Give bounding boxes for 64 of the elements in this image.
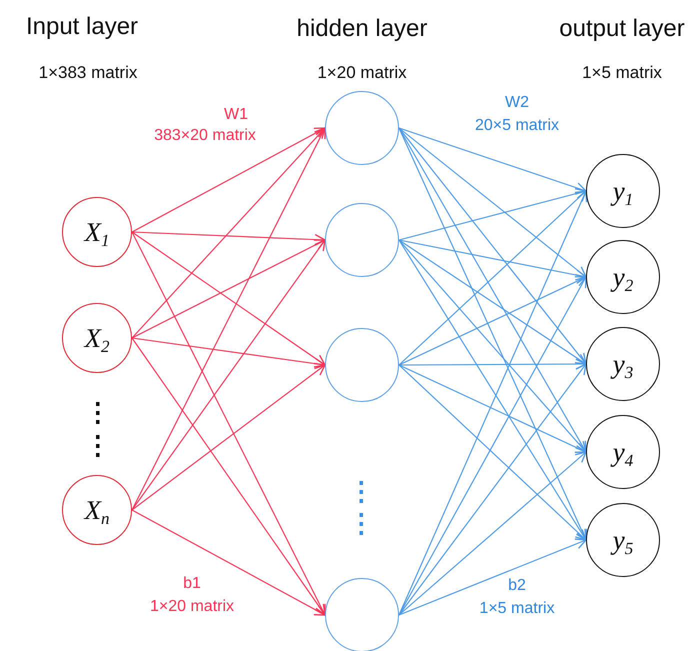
neuron-circle (62, 197, 132, 267)
arrow (398, 128, 587, 278)
arrow (398, 239, 587, 281)
matrix-label: 1×383 matrix (38, 64, 138, 83)
arrow (132, 127, 326, 338)
neuron-label: y$_{5}$ (612, 526, 634, 554)
neuron-label: y$_{1}$ (612, 178, 634, 204)
layer-title: output layer (559, 16, 685, 42)
matrix-label: 1×20 matrix (317, 64, 407, 83)
matrix-label: b1 (183, 575, 201, 593)
arrow (398, 240, 587, 365)
hidden-neuron-circle (325, 91, 399, 165)
layer-title: hidden layer (296, 16, 428, 42)
neuron-label: y$_{3}$ (612, 350, 634, 378)
arrow (398, 451, 587, 616)
arrow (398, 276, 587, 616)
layer-title: Input layer (26, 14, 138, 40)
arrow (398, 127, 587, 194)
arrow (132, 337, 326, 370)
arrow (132, 231, 326, 246)
arrow (398, 128, 587, 365)
arrow (132, 338, 326, 616)
arrow (398, 240, 587, 541)
arrow (398, 190, 587, 366)
arrow (398, 363, 587, 616)
arrow (132, 127, 326, 510)
neuron-circle (586, 154, 660, 228)
neuron-label: y$_{4}$ (612, 438, 634, 466)
arrow (398, 538, 587, 616)
matrix-label: 20×5 matrix (474, 117, 560, 135)
neuron-label: y$_{2}$ (612, 264, 634, 290)
arrow (398, 364, 587, 453)
arrow (132, 239, 326, 510)
arrow (132, 232, 326, 616)
arrow (398, 364, 587, 541)
neuron-label: X$_{2}$ (84, 324, 110, 352)
neuron-label: X$_{1}$ (84, 218, 110, 246)
neuron-circle (62, 303, 132, 373)
neuron-label: X$_{n}$ (84, 496, 110, 524)
matrix-label: 383×20 matrix (154, 127, 256, 145)
arrow (132, 510, 326, 616)
neuron-circle (62, 475, 132, 545)
matrix-label: b2 (508, 577, 526, 595)
arrow (398, 240, 587, 453)
arrow (398, 188, 587, 241)
matrix-label: 1×20 matrix (150, 598, 234, 616)
arrow (398, 128, 587, 453)
matrix-label: 1×5 matrix (479, 600, 555, 618)
arrow (132, 364, 326, 510)
arrow (398, 190, 588, 616)
matrix-label: W1 (224, 106, 248, 124)
hidden-neuron-circle (325, 328, 399, 402)
neuron-circle (586, 327, 660, 401)
neuron-circle (586, 503, 660, 577)
matrix-label: W2 (505, 94, 529, 112)
arrow (132, 239, 326, 338)
arrow (132, 127, 326, 232)
arrow (132, 232, 326, 366)
neuron-circle (586, 415, 660, 489)
hidden-neuron-circle (325, 203, 399, 277)
neuron-circle (586, 240, 660, 314)
matrix-label: 1×5 matrix (582, 64, 662, 83)
arrow (398, 276, 587, 366)
hidden-neuron-circle (325, 578, 399, 651)
